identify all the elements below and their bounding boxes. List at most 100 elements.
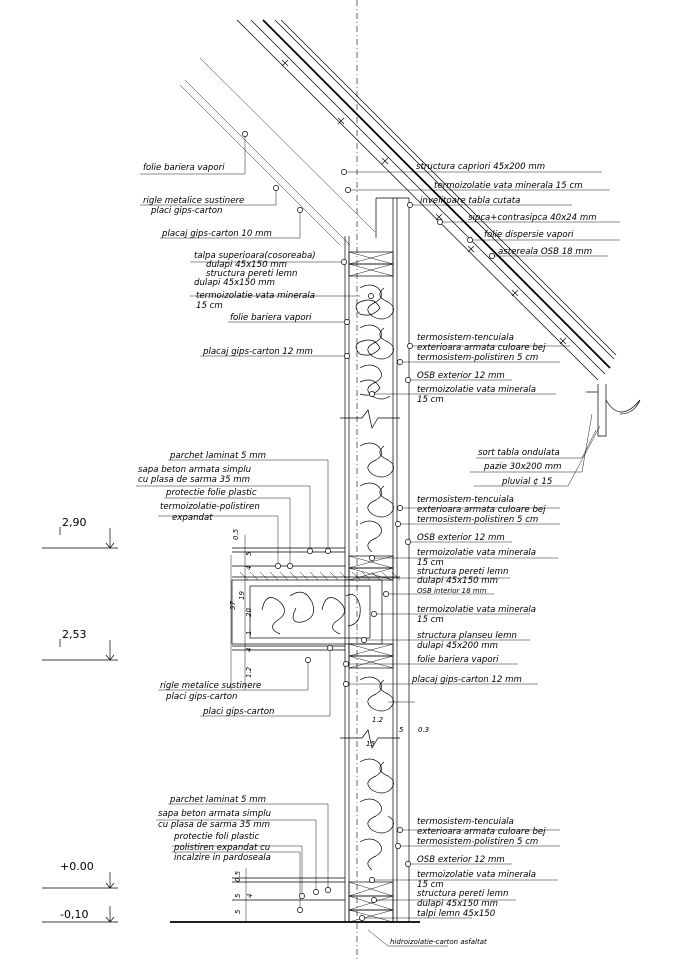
annotation-label: placi gips-carton [150, 206, 222, 216]
annotation-label: 15 cm [417, 395, 444, 405]
annotation-label: termoizolatie vata minerala [417, 548, 536, 558]
annotation-label: folie bariera vapori [230, 313, 312, 323]
annotation-label: placaj gips-carton 12 mm [202, 347, 313, 357]
level-mark-010: -0,10 [42, 906, 118, 923]
annotation-label: expandat [172, 513, 213, 523]
annotation-label: termoizolatie vata minerala [196, 291, 315, 301]
dimension-label: 4 [246, 894, 254, 898]
annotation-label: termoizolatie-polistiren [160, 502, 260, 512]
dimension-label: 19 [238, 591, 246, 600]
annotation-label: cu plasa de sarma 35 mm [158, 820, 270, 830]
dimension-label: 0.5 [232, 528, 240, 540]
annotation-label: placaj gips-carton 12 mm [411, 675, 522, 685]
annotation-label: folie dispersie vapori [484, 230, 574, 240]
dimension-label: 5 [245, 551, 253, 556]
annotation-label: dulapi 45x150 mm [194, 278, 275, 288]
annotation-label: 15 cm [417, 558, 444, 568]
annotation-label: termoizolatie vata minerala [417, 605, 536, 615]
annotation-label: placi gips-carton [165, 692, 237, 702]
annotation-label: termoizolatie vata minerala 15 cm [434, 181, 583, 191]
annotation-label: cu plasa de sarma 35 mm [138, 475, 250, 485]
annotation-label: sapa beton armata simplu [138, 465, 252, 475]
level-mark-253: 2,53 [42, 628, 118, 661]
annotation-label: structura pereti lemn [417, 889, 508, 899]
level-label: +0.00 [60, 860, 94, 873]
dimension-label: 1 [245, 631, 253, 635]
annotation-label: polistiren expandat cu [173, 843, 271, 853]
annotation-label: OSB exterior 12 mm [417, 371, 505, 381]
annotation-label: termoizolatie vata minerala [417, 385, 536, 395]
annotation-label: placi gips-carton [202, 707, 274, 717]
annotation-label: dulapi 45x150 mm [417, 899, 498, 909]
annotation-label: invelitoare tabla cutata [420, 196, 520, 206]
annotation-label: 15 cm [417, 880, 444, 890]
annotation-label: exterioara armata culoare bej [417, 827, 546, 837]
annotation-label: hidroizolatie-carton asfaltat [390, 938, 487, 946]
annotation-label: rigle metalice sustinere [143, 196, 244, 206]
annotation-label: sipca+contrasipca 40x24 mm [468, 213, 597, 223]
annotation-label: rigle metalice sustinere [160, 681, 261, 691]
dimension-label: 4 [245, 648, 253, 652]
annotation-label: astereala OSB 18 mm [498, 247, 592, 257]
annotation-label: protectie folie plastic [165, 488, 257, 498]
dimension-label: 5 [234, 909, 242, 914]
level-label: 2,90 [62, 516, 87, 529]
dimension-label: 15 [366, 740, 375, 748]
right-annotations: structura capriori 45x200 mm termoizolat… [341, 162, 620, 947]
level-mark-000: +0.00 [42, 860, 118, 889]
annotation-label: talpi lemn 45x150 [417, 909, 496, 919]
level-label: -0,10 [60, 908, 88, 921]
dimension-chain-ground-floor: 0.5 5 4 5 [234, 868, 254, 922]
dimension-chain-upper-floor: 0.5 5 4 19 20 37 1 4 1.2 [229, 528, 253, 690]
annotation-label: structura pereti lemn [417, 567, 508, 577]
annotation-label: OSB exterior 12 mm [417, 855, 505, 865]
annotation-label: pluvial ¢ 15 [501, 477, 552, 487]
dimension-label: 5 [234, 893, 242, 898]
roof-assembly [179, 19, 641, 437]
annotation-label: talpa superioara(cosoreaba) [194, 251, 316, 261]
annotation-label: sort tabla ondulata [478, 448, 560, 458]
dimension-label: 5 [399, 726, 404, 734]
dimension-label: 0.5 [234, 870, 242, 882]
annotation-label: termosistem-polistiren 5 cm [417, 515, 538, 525]
annotation-label: termosistem-polistiren 5 cm [417, 353, 538, 363]
annotation-label: folie bariera vapori [143, 163, 225, 173]
annotation-label: parchet laminat 5 mm [169, 795, 266, 805]
annotation-label: OSB exterior 12 mm [417, 533, 505, 543]
annotation-label: 15 cm [196, 301, 223, 311]
annotation-label: exterioara armata culoare bej [417, 343, 546, 353]
dimension-chain-wall: 1.2 5 0.3 15 [366, 701, 429, 748]
dimension-label: 1.2 [372, 716, 384, 724]
dimension-label: 20 [245, 608, 253, 617]
annotation-label: exterioara armata culoare bej [417, 505, 546, 515]
left-annotations: folie bariera vapori rigle metalice sust… [136, 131, 374, 913]
annotation-label: termosistem-tencuiala [417, 817, 514, 827]
gutter-icon [597, 384, 641, 437]
dimension-label: 1.2 [245, 666, 253, 678]
annotation-label: pazie 30x200 mm [483, 462, 562, 472]
annotation-label: structura planseu lemn [417, 631, 517, 641]
annotation-label: protectie foli plastic [173, 832, 260, 842]
level-label: 2,53 [62, 628, 87, 641]
annotation-label: termosistem-tencuiala [417, 333, 514, 343]
level-mark-290: 2,90 [42, 516, 118, 549]
dimension-label: 0.3 [418, 726, 429, 734]
annotation-label: dulapi 45x200 mm [417, 641, 498, 651]
annotation-label: dulapi 45x150 mm [417, 576, 498, 586]
annotation-label: termoizolatie vata minerala [417, 870, 536, 880]
annotation-label: placaj gips-carton 10 mm [161, 229, 272, 239]
dimension-label: 4 [245, 566, 253, 570]
annotation-label: structura pereti lemn [206, 269, 297, 279]
annotation-label: dulapi 45x150 mm [206, 260, 287, 270]
annotation-label: parchet laminat 5 mm [169, 451, 266, 461]
annotation-label: folie bariera vapori [417, 655, 499, 665]
dimension-label: 37 [229, 601, 237, 610]
annotation-label: OSB interior 18 mm [417, 587, 487, 595]
annotation-label: structura capriori 45x200 mm [416, 162, 545, 172]
annotation-label: 15 cm [417, 615, 444, 625]
annotation-label: sapa beton armata simplu [158, 809, 272, 819]
annotation-label: termosistem-polistiren 5 cm [417, 837, 538, 847]
annotation-label: termosistem-tencuiala [417, 495, 514, 505]
annotation-label: incalzire in pardoseala [174, 853, 271, 863]
